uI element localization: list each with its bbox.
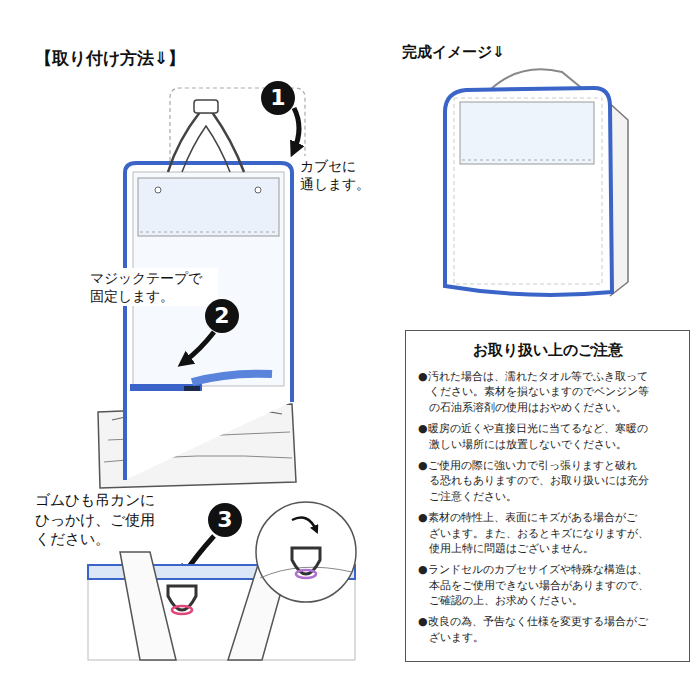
callout-disc <box>205 299 239 333</box>
callout-number: 1 <box>260 80 296 116</box>
callout-digit: 1 <box>270 87 285 109</box>
callout-digit: 3 <box>217 509 232 531</box>
hook <box>182 126 230 172</box>
velcro-patch <box>184 386 200 391</box>
velcro-tab <box>192 374 272 382</box>
stitch-line <box>454 98 602 284</box>
notice-item: ●改良の為、予告なく仕様を変更する場合がご ざいます。 <box>418 614 677 645</box>
notice-item: ●暖房の近くや直接日光に当てるなど、寒暖の 激しい場所には放置しないでください。 <box>418 421 677 452</box>
callout-digit: 2 <box>214 305 229 327</box>
snap <box>255 187 261 193</box>
notice-heading: お取り扱い上のご注意 <box>418 341 677 360</box>
shoulder-strap <box>120 552 176 660</box>
notice-item: ●ご使用の際に強い力で引っ張りますと破れ る恐れもありますので、お取り扱いには充… <box>418 458 677 504</box>
step-note: ゴムひも吊カンに ひっかけ、ご使用 ください。 <box>33 490 172 551</box>
velcro-band <box>130 384 202 391</box>
callout-disc <box>261 81 295 115</box>
hook-top <box>194 100 218 113</box>
step-arrow <box>184 332 214 362</box>
callout-number: 3 <box>207 502 243 538</box>
cover-outline <box>125 163 292 480</box>
notice-item: ●汚れた場合は、濡れたタオル等でふき取って ください。素材を損ないますのでベンジ… <box>418 369 677 415</box>
snap <box>155 187 161 193</box>
step-note: カブセに 通します。 <box>298 156 386 194</box>
window-line <box>140 232 277 233</box>
section-heading: 【取り付け方法⇓】 <box>33 46 187 70</box>
hook <box>168 112 244 172</box>
step-note: マジックテープで 固定します。 <box>88 268 218 306</box>
cover-outline <box>445 88 612 295</box>
step-arrow <box>294 108 299 150</box>
hook-arrow <box>292 518 316 530</box>
notice-item: ●ランドセルのカブセサイズや特殊な構造は、 本品をご使用できない場合がありますの… <box>418 562 677 608</box>
callout-number: 2 <box>204 298 240 334</box>
elastic-cord <box>172 606 192 614</box>
notice-box: お取り扱い上のご注意 ●汚れた場合は、濡れたタオル等でふき取って ください。素材を… <box>405 330 690 662</box>
notice-item: ●素材の特性上、表面にキズがある場合がご ざいます。また、おるとキズになりますが… <box>418 510 677 556</box>
window-line <box>462 160 592 161</box>
section-heading: 完成イメージ⇓ <box>400 42 507 64</box>
clear-window <box>460 102 594 164</box>
inset-circle <box>256 502 356 602</box>
clear-window <box>138 178 279 236</box>
elastic-cord <box>296 570 316 578</box>
callout-disc <box>208 503 242 537</box>
